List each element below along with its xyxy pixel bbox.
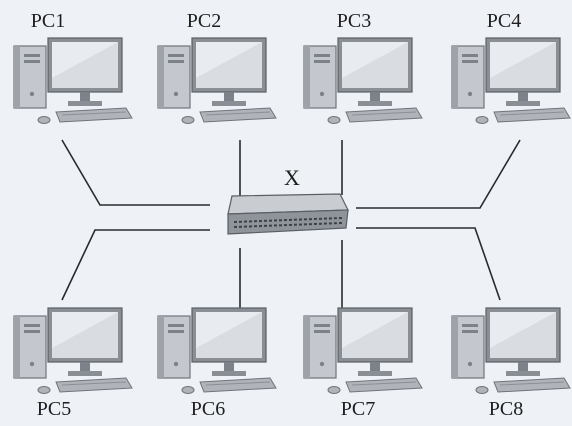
- pc2-computer-icon: [157, 37, 277, 125]
- network-switch-icon: [227, 193, 349, 235]
- pc4-label: PC4: [486, 10, 522, 32]
- pc7-computer-icon: [303, 307, 423, 395]
- pc3-label: PC3: [336, 10, 372, 32]
- cable-pc1: [61, 139, 210, 206]
- cable-pc8: [356, 227, 501, 301]
- pc5-computer-icon: [13, 307, 133, 395]
- pc2-label: PC2: [186, 10, 222, 32]
- cables: [61, 139, 521, 310]
- cable-pc4: [356, 139, 521, 209]
- pc4-computer-icon: [451, 37, 571, 125]
- pc8-label: PC8: [488, 398, 524, 420]
- pc3-computer-icon: [303, 37, 423, 125]
- cable-pc5: [61, 229, 210, 301]
- pc6-computer-icon: [157, 307, 277, 395]
- pc7-label: PC7: [340, 398, 376, 420]
- pc6-label: PC6: [190, 398, 226, 420]
- pc8-computer-icon: [451, 307, 571, 395]
- pc1-computer-icon: [13, 37, 133, 125]
- pc1-label: PC1: [30, 10, 66, 32]
- switch-label: X: [284, 165, 300, 190]
- pc5-label: PC5: [36, 398, 72, 420]
